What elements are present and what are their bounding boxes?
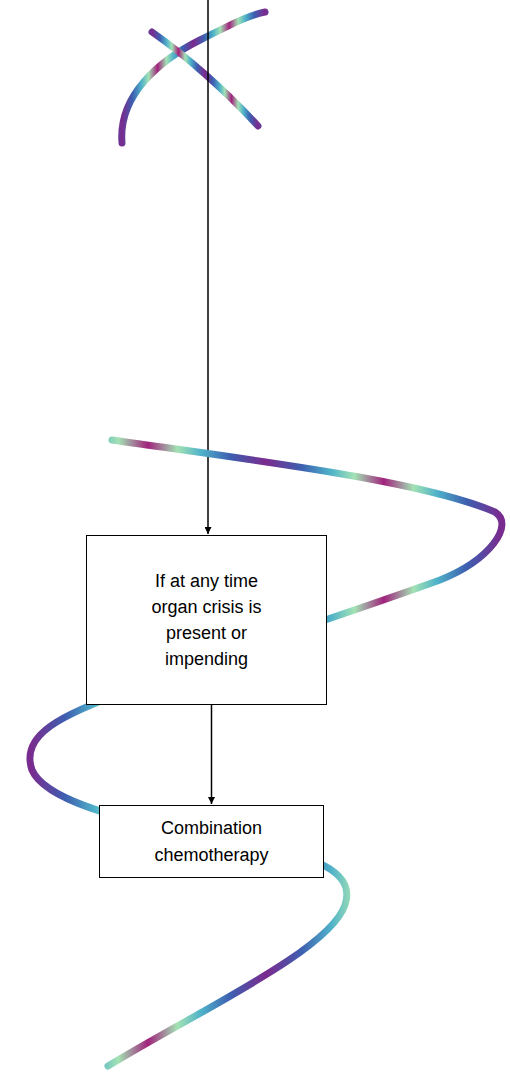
process-box: If at any time organ crisis is present o… <box>86 535 327 705</box>
flow-arrow <box>211 705 213 804</box>
process-box: Combination chemotherapy <box>99 805 324 878</box>
squiggle-cross <box>152 32 258 126</box>
box-label: If at any time organ crisis is present o… <box>132 568 282 672</box>
squiggle-spiral <box>30 440 502 1066</box>
squiggle-cross <box>122 12 265 143</box>
box-label: Combination chemotherapy <box>147 815 277 867</box>
